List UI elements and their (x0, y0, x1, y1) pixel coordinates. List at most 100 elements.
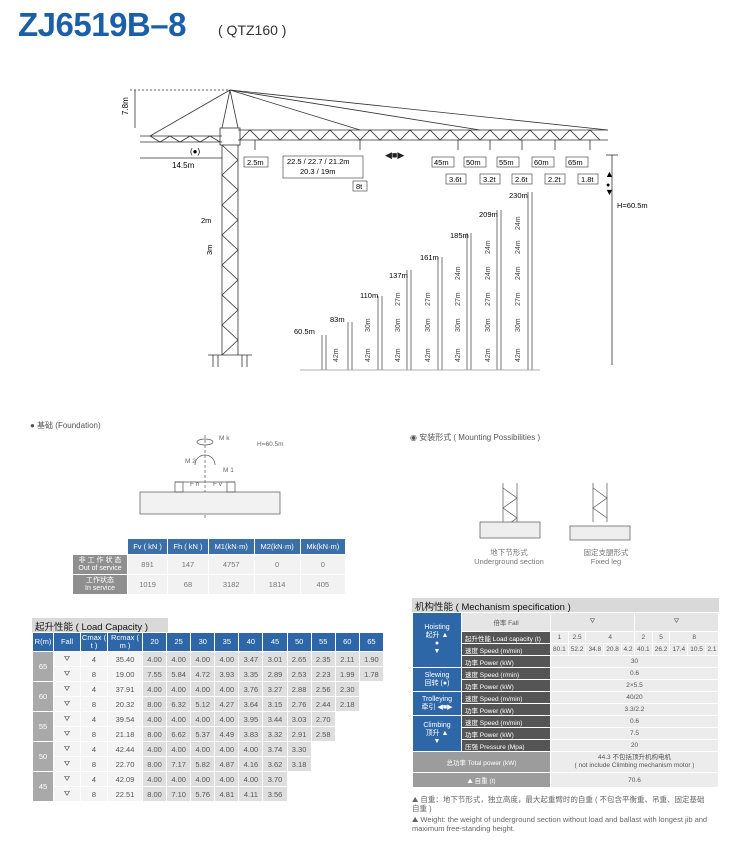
load-cell: 2.89 (262, 666, 288, 682)
load-cell: 7.55 (141, 666, 168, 682)
weight-note-icon: ⛰ (412, 795, 421, 804)
load-cell: 2.70 (310, 711, 336, 727)
hoist-power-label: 功率 Power (kW) (461, 655, 551, 668)
load-cell: 4.87 (214, 756, 240, 772)
load-cell: 3.95 (238, 711, 264, 727)
load-cell: 2.23 (310, 666, 336, 682)
cell: 891 (126, 554, 169, 575)
load-cell: 3.47 (238, 651, 264, 667)
load-cell: 3.35 (238, 666, 264, 682)
section-30-6: 30m (485, 318, 492, 332)
load-cell: 2.76 (286, 696, 312, 712)
load-cell: 4.00 (190, 741, 216, 757)
mast-2m-label: 2m (201, 216, 211, 225)
load-cell (358, 771, 385, 787)
height-83: 83m (330, 315, 345, 324)
radius-group-cell: 60 (32, 681, 54, 712)
cell: 1 (550, 631, 569, 644)
load-cell (310, 786, 336, 802)
load-cell: 3.18 (286, 756, 312, 772)
section-24-6a: 24m (485, 266, 492, 280)
load-cell: 4.00 (190, 681, 216, 697)
cell: 17.4 (669, 643, 689, 656)
rcmax-cell: 21.18 (107, 726, 143, 742)
load-cell: 1.90 (358, 651, 385, 667)
load-cell: 4.00 (214, 651, 240, 667)
radius-group-cell: 45 (32, 771, 54, 802)
cell: 405 (299, 574, 347, 595)
mast-3m-label: 3m (205, 245, 214, 255)
cell: 30 (550, 655, 719, 668)
rcmax-cell: 22.70 (107, 756, 143, 772)
col-radius: 25 (166, 632, 192, 652)
section-27-6: 27m (485, 292, 492, 306)
fall-2-icon: ⛛ (53, 771, 81, 787)
load-cell: 3.93 (214, 666, 240, 682)
total-power-value: 44.3 不包括顶升机构电机 (598, 754, 671, 761)
jib-length-50: 50m (466, 158, 481, 167)
row-label-en: Out of service (78, 564, 122, 572)
height-60-5: 60.5m (294, 327, 315, 336)
load-cell: 4.00 (141, 681, 168, 697)
load-cell (358, 696, 385, 712)
load-capacity-label: 起升性能 Load capacity (t) (461, 631, 551, 644)
load-cell (286, 786, 312, 802)
tip-load-45: 3.6t (449, 175, 462, 184)
load-cell (310, 741, 336, 757)
cell: 20.8 (603, 643, 622, 656)
tip-load-55: 2.6t (515, 175, 528, 184)
section-27-5a: 27m (455, 292, 462, 306)
col-radius: 30 (190, 632, 216, 652)
hoist-speed-label: 速度 Speed (m/min) (461, 643, 551, 656)
col-radius: 45 (262, 632, 288, 652)
cmax-cell: 8 (80, 786, 108, 802)
climb-pressure-label: 压强 Pressure (Mpa) (461, 739, 551, 752)
load-cell: 3.56 (262, 786, 288, 802)
note-cn-text: 自重：地下节形式，独立高度，最大起重臂时的自重 ( 不包含平衡重、吊重、固定基础… (412, 795, 705, 813)
cmax-cell: 8 (80, 756, 108, 772)
cell: 7.5 (550, 727, 719, 740)
height-110: 110m (360, 291, 378, 300)
load-cell: 8.00 (141, 756, 168, 772)
load-capacity-table: R(m) Fall Cmax ( t ) Rcmax ( m ) 20 25 3… (32, 632, 385, 802)
cell: 2.1 (704, 643, 720, 656)
load-cell (286, 771, 312, 787)
radius-group-cell: 55 (32, 711, 54, 742)
trolley-power-label: 功率 Power (kW) (461, 703, 551, 716)
cell: 3182 (207, 574, 255, 595)
load-cell: 4.00 (141, 741, 168, 757)
jib-range-label: 22.5 / 22.7 / 21.2m (287, 157, 350, 166)
total-power-label: 总功率 Total power (kW) (412, 751, 551, 773)
section-30-7: 30m (515, 318, 522, 332)
section-42-4: 42m (425, 348, 432, 362)
load-cell: 3.03 (286, 711, 312, 727)
rcmax-cell: 39.54 (107, 711, 143, 727)
load-cell (334, 771, 360, 787)
section-30-3: 30m (395, 318, 402, 332)
section-24-5: 24m (455, 266, 462, 280)
load-cell (358, 741, 385, 757)
note-cn: ⛰ 自重：地下节形式，独立高度，最大起重臂时的自重 ( 不包含平衡重、吊重、固定… (412, 795, 712, 813)
col-r: R(m) (32, 632, 54, 652)
rcmax-cell: 20.32 (107, 696, 143, 712)
load-cell (358, 681, 385, 697)
row-label-cn: 非 工 作 状 态 (78, 556, 122, 564)
trolleying-label-cn: 牵引 (421, 703, 436, 711)
radius-group-cell: 50 (32, 741, 54, 772)
cell: 52.2 (567, 643, 587, 656)
trolley-speed-label: 速度 Speed (m/min) (461, 691, 551, 704)
load-cell: 8.00 (141, 696, 168, 712)
col-cmax: Cmax ( t ) (80, 632, 108, 652)
load-cell: 2.65 (286, 651, 312, 667)
jib-short-label: 2.5m (247, 158, 264, 167)
jib-length-60: 60m (534, 158, 549, 167)
